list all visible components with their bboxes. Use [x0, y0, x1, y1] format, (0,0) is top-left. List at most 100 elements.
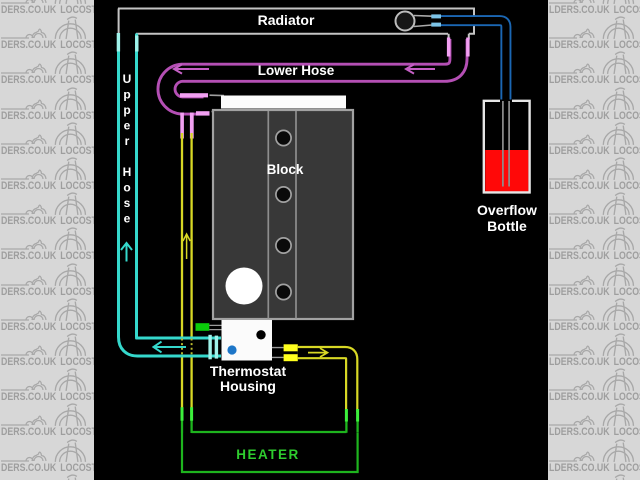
locost-car-logo-icon	[549, 380, 595, 391]
locost-arch-logo-icon	[602, 87, 635, 110]
watermark-row: LDERS.CO.UKLOCOST	[548, 153, 640, 192]
watermark-text: DERS.CO.UKLOCOSTB	[1, 285, 94, 298]
watermark-logos	[549, 329, 640, 357]
watermark-row: DERS.CO.UKLOCOSTB	[0, 224, 94, 262]
overflow-bottle	[482, 99, 531, 194]
locost-car-logo-icon	[549, 63, 595, 75]
locost-arch-logo-icon	[602, 192, 635, 216]
watermark-logos	[1, 118, 94, 146]
locost-arch-logo-icon	[54, 439, 87, 462]
watermark-logos	[1, 47, 94, 75]
heater-return-flow-arrow	[182, 232, 191, 259]
watermark-text: DERS.CO.UKLOCOSTB	[1, 180, 94, 192]
thermostat-housing-label: Thermostat Housing	[209, 363, 287, 394]
locost-arch-logo-icon	[54, 227, 87, 251]
locost-arch-logo-icon	[54, 263, 87, 286]
bypass-connector-green	[195, 323, 210, 331]
watermark-logos	[1, 188, 94, 216]
heater-core-loop	[180, 407, 360, 474]
locost-arch-logo-icon	[54, 51, 87, 75]
watermark-text: LDERS.CO.UKLOCOST	[549, 250, 640, 263]
watermark-logos	[549, 47, 640, 75]
watermark-logos	[549, 153, 640, 181]
head-bar	[221, 95, 346, 109]
watermark-row: LDERS.CO.UKLOCOST	[548, 259, 640, 298]
watermark-row: LDERS.CO.UKLOCOST	[548, 47, 640, 87]
watermark-text: DERS.CO.UKLOCOSTB	[1, 39, 94, 52]
watermark-text: DERS.CO.UKLOCOSTB	[1, 74, 94, 87]
locost-car-logo-icon	[1, 310, 47, 321]
locost-car-logo-icon	[1, 63, 47, 75]
locost-car-logo-icon	[1, 239, 47, 251]
watermark-row: DERS.CO.UKLOCOSTB	[0, 436, 94, 474]
locost-car-logo-icon	[1, 380, 47, 391]
watermark-logos	[1, 153, 94, 181]
watermark-row: LDERS.CO.UKLOCOST	[548, 224, 640, 263]
feed-connector-yellow	[283, 344, 298, 352]
lower-hose-label: Lower Hose	[257, 63, 335, 78]
coolant-level	[485, 150, 529, 192]
watermark-text: DERS.CO.UKLOCOSTB	[1, 109, 94, 122]
overflow-bottle-label: Overflow Bottle	[477, 202, 537, 234]
watermark-row: DERS.CO.UKLOCOSTB	[0, 295, 94, 333]
heater-hose-connectors	[180, 407, 360, 422]
watermark-text: LDERS.CO.UKLOCOST	[549, 461, 640, 474]
upper-hose-connectors	[116, 33, 219, 360]
locost-arch-logo-icon	[602, 122, 635, 145]
upper-hose-label: Upper Hose	[120, 72, 134, 227]
watermark-logos	[549, 364, 640, 392]
watermark-text: LDERS.CO.UKLOCOST	[549, 144, 640, 157]
locost-arch-logo-icon	[54, 157, 87, 181]
watermark-logos	[549, 188, 640, 216]
watermark-logos	[549, 435, 640, 463]
watermark-row: DERS.CO.UKLOCOSTB	[0, 330, 94, 368]
watermark-text: DERS.CO.UKLOCOSTB	[1, 356, 94, 368]
locost-car-logo-icon	[549, 451, 595, 462]
locost-car-logo-icon	[1, 28, 47, 39]
locost-car-logo-icon	[549, 310, 595, 321]
watermark-text: LDERS.CO.UKLOCOST	[549, 356, 640, 368]
locost-car-logo-icon	[549, 204, 595, 215]
watermark-text: DERS.CO.UKLOCOSTB	[1, 144, 94, 157]
watermark-logos	[549, 259, 640, 287]
locost-car-logo-icon	[549, 99, 595, 110]
watermark-logos	[1, 0, 94, 5]
watermark-text: LDERS.CO.UKLOCOST	[549, 39, 640, 52]
locost-arch-logo-icon	[54, 16, 87, 40]
locost-car-logo-icon	[549, 134, 595, 145]
watermark-row: LDERS.CO.UKLOCOST	[548, 84, 640, 122]
watermark-row: DERS.CO.UKLOCOSTB	[0, 0, 94, 16]
heater-return-tube	[180, 133, 193, 412]
upper-hose-flow-arrows	[120, 241, 186, 354]
watermark-text: DERS.CO.UKLOCOSTB	[1, 4, 94, 16]
watermark-text: DERS.CO.UKLOCOSTB	[1, 426, 94, 439]
watermark-text: DERS.CO.UKLOCOSTB	[1, 391, 94, 404]
locost-car-logo-icon	[1, 345, 47, 356]
watermark-logos	[1, 259, 94, 287]
locost-arch-logo-icon	[602, 51, 635, 75]
upper-hose-tube	[117, 33, 221, 358]
housing-blue-dot	[227, 345, 237, 355]
watermark-logos	[549, 118, 640, 146]
watermark-row: DERS.CO.UKLOCOSTB	[0, 153, 94, 192]
watermark-row: LDERS.CO.UKLOCOST	[548, 329, 640, 368]
locost-car-logo-icon	[1, 415, 47, 427]
locost-arch-logo-icon	[54, 368, 87, 392]
watermark-row: LDERS.CO.UKLOCOST	[548, 0, 640, 16]
locost-arch-logo-icon	[602, 16, 635, 40]
locost-arch-logo-icon	[602, 439, 635, 462]
locost-arch-logo-icon	[602, 263, 635, 286]
watermark-row: DERS.CO.UKLOCOSTB	[0, 13, 94, 52]
radiator-cap	[394, 10, 433, 32]
locost-arch-logo-icon	[602, 298, 635, 321]
locost-arch-logo-icon	[54, 192, 87, 216]
locost-arch-logo-icon	[54, 333, 87, 357]
watermark-text: LDERS.CO.UKLOCOST	[549, 74, 640, 87]
locost-car-logo-icon	[1, 451, 47, 462]
thermostat-housing	[195, 320, 298, 362]
watermark-text: LDERS.CO.UKLOCOST	[549, 285, 640, 298]
block-label: Block	[266, 162, 304, 177]
locost-arch-logo-icon	[602, 333, 635, 357]
locost-arch-logo-icon	[54, 87, 87, 110]
